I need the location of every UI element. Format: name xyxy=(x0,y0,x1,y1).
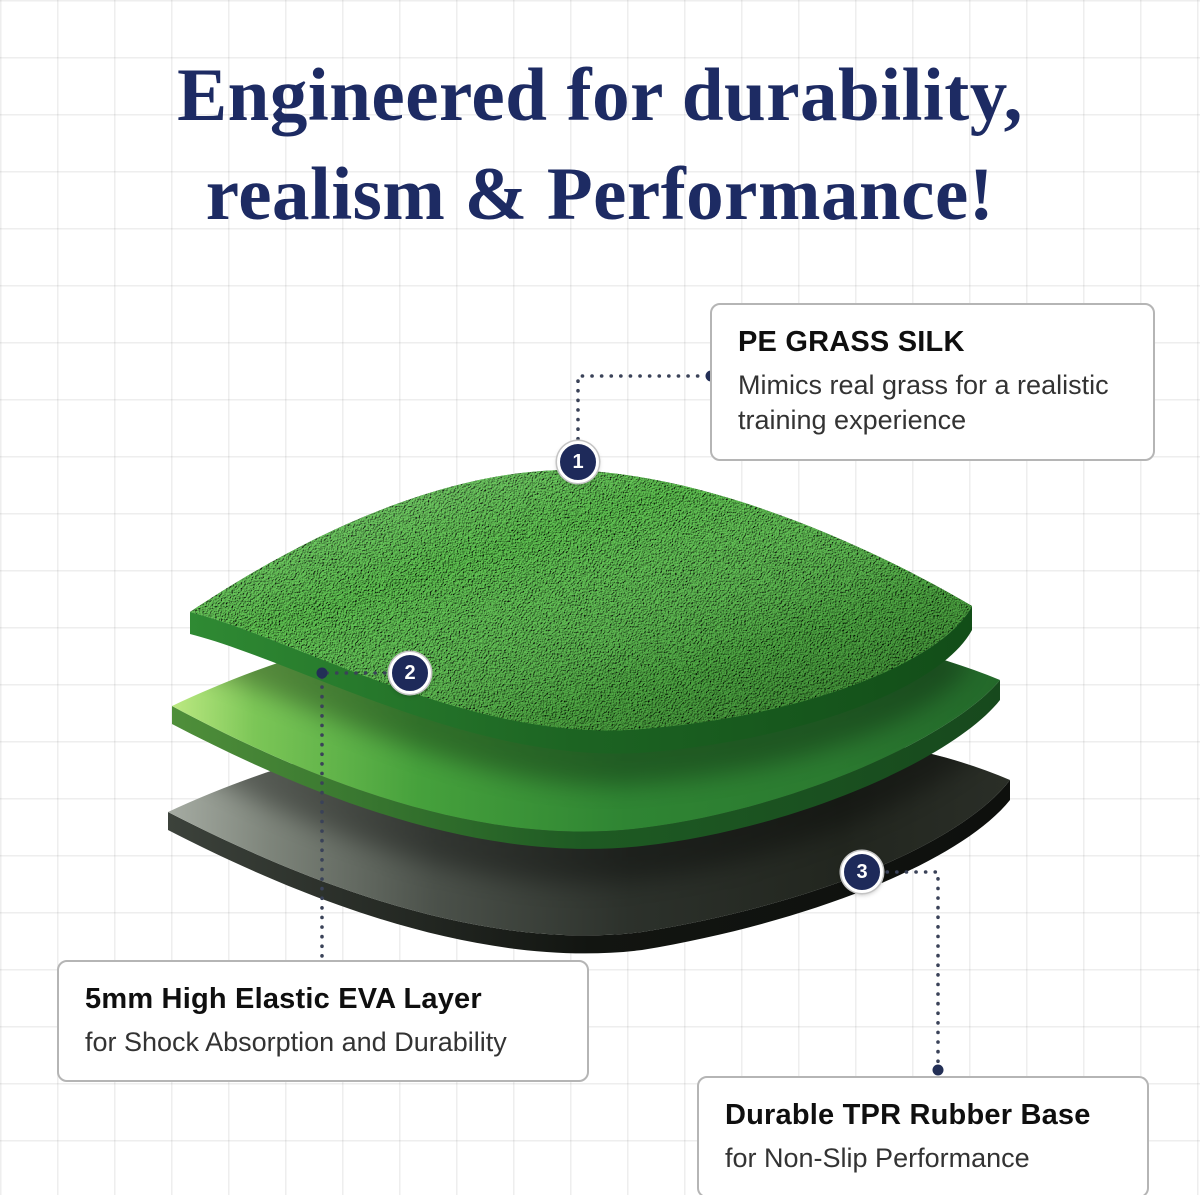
callout-pe-grass-silk: PE GRASS SILK Mimics real grass for a re… xyxy=(710,303,1155,462)
title-line-1: Engineered for durability, xyxy=(177,54,1023,137)
callout-tpr-base-body: for Non-Slip Performance xyxy=(725,1142,1030,1173)
layer-3-badge-number: 3 xyxy=(856,860,868,883)
connector-line-3 xyxy=(866,870,940,1070)
page-title: Engineered for durability, realism & Per… xyxy=(0,46,1200,244)
connector-dot-3 xyxy=(932,1064,944,1076)
rubber-layer-edge xyxy=(168,780,1010,954)
callout-pe-grass-silk-body: Mimics real grass for a realistic traini… xyxy=(738,369,1109,436)
layer-2-badge-number: 2 xyxy=(404,661,416,684)
callout-eva-layer-body: for Shock Absorption and Durability xyxy=(85,1026,507,1057)
grass-layer-shading xyxy=(190,470,972,731)
callout-tpr-base: Durable TPR Rubber Base for Non-Slip Per… xyxy=(697,1076,1149,1195)
grass-layer-edge xyxy=(190,606,972,754)
eva-layer-edge xyxy=(172,680,1000,849)
connector-line-2 xyxy=(320,671,406,958)
callout-eva-layer: 5mm High Elastic EVA Layer for Shock Abs… xyxy=(57,960,589,1083)
connector-dot-2 xyxy=(316,667,328,679)
callout-pe-grass-silk-title: PE GRASS SILK xyxy=(738,326,965,358)
callout-eva-layer-title: 5mm High Elastic EVA Layer xyxy=(85,983,482,1015)
layer-1-badge: 1 xyxy=(557,441,599,483)
title-line-2: realism & Performance! xyxy=(205,153,995,236)
layer-3-badge: 3 xyxy=(841,851,883,893)
connector-line-1 xyxy=(576,374,708,460)
callout-tpr-base-title: Durable TPR Rubber Base xyxy=(725,1099,1091,1131)
layer-1-badge-number: 1 xyxy=(572,450,584,473)
layer-2-badge: 2 xyxy=(389,652,431,694)
